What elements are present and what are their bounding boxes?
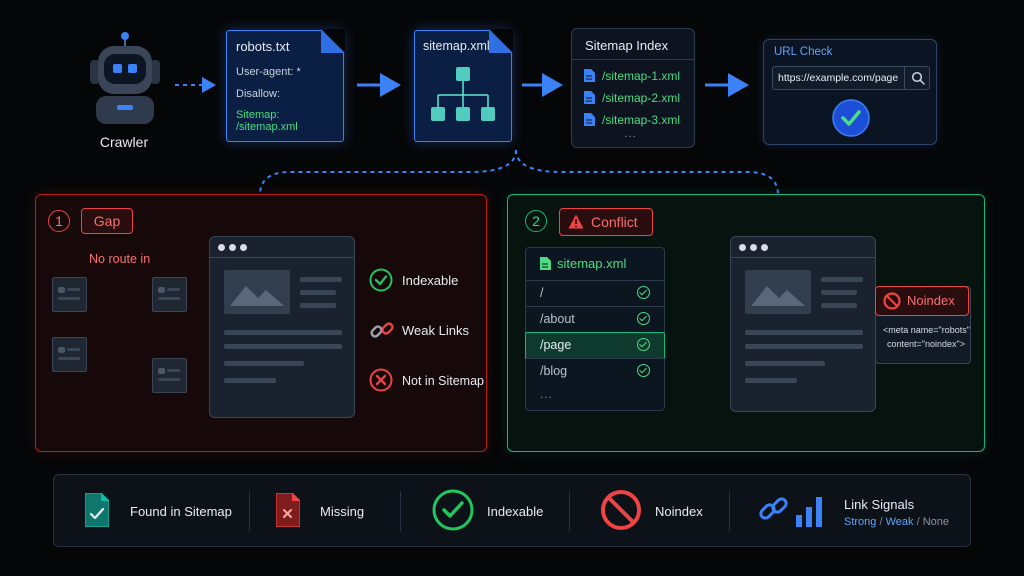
sitemap-url-row[interactable]: / [526,280,664,306]
sitemap-url-row[interactable]: /about [526,306,664,332]
link-signals-icon [759,497,822,527]
orphan-doc [52,277,87,312]
url-check-card: URL Check https://example.com/page [763,39,937,145]
file-icon [584,91,595,104]
sitemap-url-path: /blog [540,364,568,378]
sitemap-index-card: Sitemap Index /sitemap-1.xml /sitemap-2.… [571,28,695,148]
check-circle-icon [832,99,870,137]
sitemap-list-card: sitemap.xml / /about /page /blog ... [525,247,665,411]
file-icon [584,113,595,126]
prohibited-icon [883,292,901,310]
check-icon [637,312,650,325]
check-icon [637,286,650,299]
robots-line-user-agent: User-agent: * [236,66,301,78]
legend-bar: Found in Sitemap Missing Indexable Noind… [53,474,971,547]
sitemap-xml-file: sitemap.xml [414,29,513,142]
conflict-panel: 2 Conflict sitemap.xml / /about /page /b… [507,194,985,452]
noindex-card: Noindex <meta name="robots" content="noi… [875,286,971,364]
sitemap-url-row[interactable]: /blog [526,358,664,384]
gap-badge: Gap [81,208,133,234]
check-circle-icon [432,489,474,531]
no-route-label: No route in [89,252,151,266]
check-icon [637,364,650,377]
strength-strong: Strong [844,516,877,528]
conflict-badge-label: Conflict [591,214,638,230]
indexable-label: Indexable [402,273,459,288]
warning-icon [568,214,584,229]
image-placeholder-icon [224,270,290,314]
meta-tag-line: content="noindex"> [887,339,965,349]
robot-icon [90,32,160,124]
strength-weak: Weak [885,516,914,528]
check-circle-icon [369,268,393,292]
broken-link-icon [370,322,394,338]
conflict-number: 2 [525,210,547,232]
x-circle-icon [369,368,393,392]
sitemap-title: sitemap.xml [423,39,490,53]
sitemap-list-title: sitemap.xml [557,256,627,271]
file-check-icon [85,493,109,527]
check-icon [637,338,650,351]
sitemap-url-path: /page [540,338,572,352]
crawler-label: Crawler [99,134,149,150]
gap-number: 1 [48,210,70,232]
sitemap-index-item-label: /sitemap-1.xml [602,69,681,83]
image-placeholder-icon [745,270,811,314]
not-in-sitemap-label: Not in Sitemap [402,374,484,388]
legend-missing-label: Missing [320,504,365,519]
orphan-doc [152,358,187,393]
prohibited-icon [601,490,641,530]
orphan-doc [152,277,187,312]
robots-line-disallow: Disallow: [236,88,281,100]
robots-title: robots.txt [236,39,290,54]
conflict-badge: Conflict [559,208,653,236]
conflict-page-window [730,236,876,412]
file-icon [540,257,551,270]
file-x-icon [276,493,300,527]
sitemap-list-more: ... [540,387,554,401]
sitemap-url-row-highlighted[interactable]: /page [525,332,665,359]
sitemap-url-path: /about [540,312,575,326]
noindex-badge: Noindex [875,286,969,316]
url-input-value: https://example.com/page [778,72,899,84]
sitemap-url-path: / [540,286,544,300]
fold-corner [321,29,345,53]
url-input[interactable]: https://example.com/page [772,66,930,90]
file-icon [584,69,595,82]
url-check-title: URL Check [774,46,833,58]
orphan-doc [52,337,87,372]
sitemap-index-more: ... [624,126,638,140]
noindex-badge-label: Noindex [907,293,955,308]
search-icon[interactable] [911,71,925,85]
orphan-page-window [209,236,355,418]
sitemap-index-title: Sitemap Index [585,38,669,53]
robots-txt-file: robots.txt User-agent: * Disallow: Sitem… [226,29,345,142]
legend-indexable-label: Indexable [487,504,544,519]
sitemap-tree-icon [431,67,495,121]
sitemap-index-item-label: /sitemap-3.xml [602,113,681,127]
crawler: Crawler [80,30,170,155]
legend-noindex-label: Noindex [655,504,703,519]
strength-none: None [922,516,950,528]
sitemap-index-item-label: /sitemap-2.xml [602,91,681,105]
legend-link-signals-label: Link Signals [844,497,915,512]
robots-line-sitemap: Sitemap: /sitemap.xml [236,109,298,133]
legend-link-strengths: Strong / Weak / None [844,516,950,528]
legend-found-label: Found in Sitemap [130,504,232,519]
fold-corner [489,29,513,53]
weak-links-label: Weak Links [402,323,469,338]
meta-tag-line: <meta name="robots" [883,325,970,335]
gap-panel: 1 Gap No route in Indexable [35,194,487,452]
